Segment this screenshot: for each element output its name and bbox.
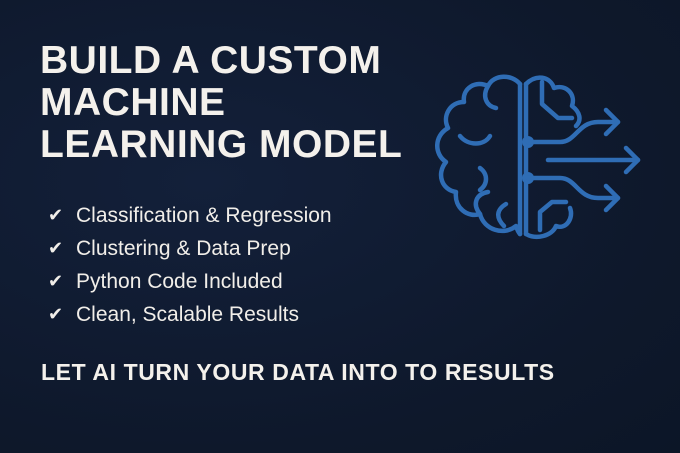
check-icon: ✔ — [48, 304, 64, 324]
headline-line-1: BUILD A CUSTOM — [40, 39, 382, 82]
feature-item: ✔ Classification & Regression — [48, 199, 332, 232]
feature-item: ✔ Clustering & Data Prep — [48, 232, 332, 265]
feature-item: ✔ Clean, Scalable Results — [48, 298, 332, 331]
check-icon: ✔ — [48, 271, 64, 291]
brain-circuit-arrows-icon — [435, 74, 641, 239]
headline: BUILD A CUSTOM MACHINE LEARNING MODEL — [40, 40, 402, 166]
headline-line-3: LEARNING MODEL — [40, 123, 403, 166]
headline-line-2: MACHINE — [40, 81, 226, 124]
feature-label: Clean, Scalable Results — [76, 302, 299, 326]
check-icon: ✔ — [48, 205, 64, 225]
feature-list: ✔ Classification & Regression ✔ Clusteri… — [48, 199, 332, 331]
feature-label: Python Code Included — [76, 269, 283, 293]
check-icon: ✔ — [48, 238, 64, 258]
feature-label: Classification & Regression — [76, 203, 332, 227]
feature-label: Clustering & Data Prep — [76, 236, 291, 260]
feature-item: ✔ Python Code Included — [48, 265, 332, 298]
tagline: LET AI TURN YOUR DATA INTO TO RESULTS — [41, 359, 555, 385]
